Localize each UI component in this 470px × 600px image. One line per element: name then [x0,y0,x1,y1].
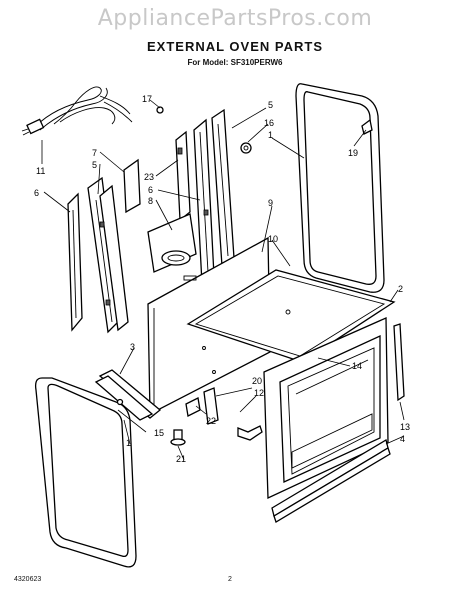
cooktop-surface [186,269,396,363]
callout-7: 7 [92,148,97,158]
callout-labels: 17 5 16 1 19 11 7 5 6 23 6 8 9 10 2 3 14… [34,94,410,464]
left-side-door-panel [34,377,137,568]
callout-6-mid: 6 [148,185,153,195]
right-side-panel [295,83,385,293]
callout-20: 20 [252,376,262,386]
callout-2: 2 [398,284,403,294]
watermark: AppliancePartsPros.com [97,6,373,31]
callout-5-right: 5 [268,100,273,110]
rear-frame-assembly [123,108,235,286]
callout-6-left: 6 [34,188,39,198]
callout-22: 22 [206,416,216,426]
oven-front-frame [263,317,389,500]
callout-5-left: 5 [92,160,97,170]
callout-21: 21 [176,454,186,464]
power-cord [21,86,133,136]
callout-3: 3 [130,342,135,352]
callout-12: 12 [254,388,264,398]
callout-17: 17 [142,94,152,104]
oven-vent-duct [147,213,197,273]
callout-4: 4 [400,434,405,444]
callout-15: 15 [154,428,164,438]
callout-10: 10 [268,234,278,244]
callout-13: 13 [400,422,410,432]
page-title: EXTERNAL OVEN PARTS [147,39,323,54]
callout-11: 11 [36,166,45,176]
page-number: 2 [228,576,232,583]
left-side-panel [67,192,83,332]
callout-14: 14 [352,361,362,371]
callout-8: 8 [148,196,153,206]
model-subtitle: For Model: SF310PERW6 [187,58,283,67]
leader-lines [41,99,405,461]
callout-23: 23 [144,172,154,182]
document-number: 4320623 [14,576,42,583]
callout-1-lower: 1 [126,438,131,448]
kick-plate [271,438,391,523]
callout-16: 16 [264,118,274,128]
callout-9: 9 [268,198,273,208]
callout-1-upper: 1 [268,130,273,140]
callout-19: 19 [348,148,358,158]
small-hardware [116,106,373,446]
right-side-trim [393,323,405,402]
left-front-frame [87,176,129,334]
